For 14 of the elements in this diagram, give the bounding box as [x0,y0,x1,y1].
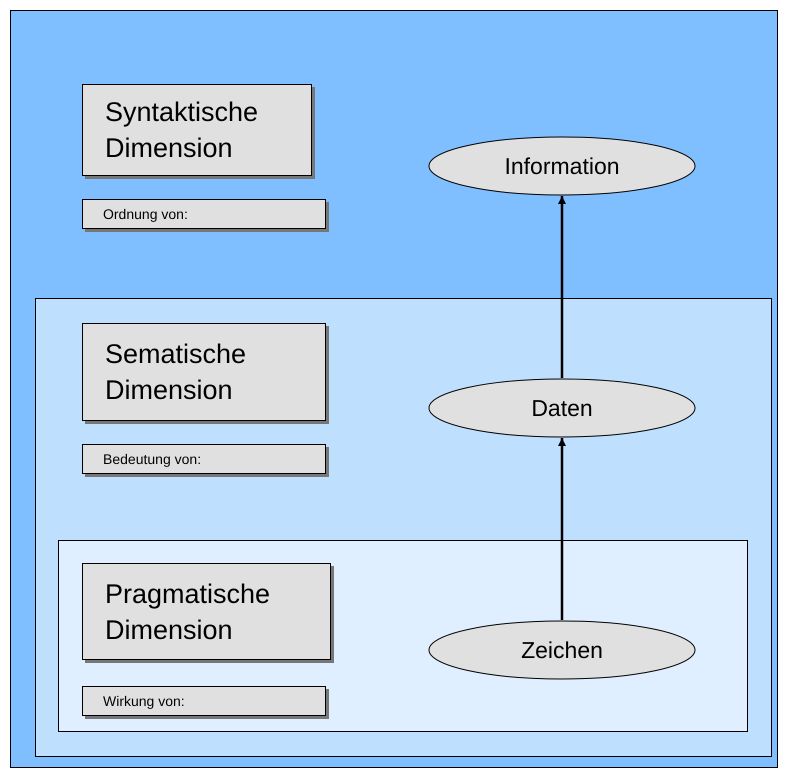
label-box: Wirkung von: [82,686,326,716]
dimension-box: Sematische Dimension [82,323,326,421]
dimension-box: Syntaktische Dimension [82,84,312,176]
concept-label: Information [504,152,620,180]
arrow [558,438,566,620]
dimension-box: Pragmatische Dimension [82,563,331,660]
label-box: Bedeutung von: [82,444,326,474]
dimension-panel [35,298,772,757]
concept-label: Daten [531,394,593,422]
dimension-panel [58,540,748,732]
label-box: Ordnung von: [82,199,326,229]
dimension-panel [10,10,778,768]
arrow [558,196,566,378]
concept-label: Zeichen [521,636,603,664]
